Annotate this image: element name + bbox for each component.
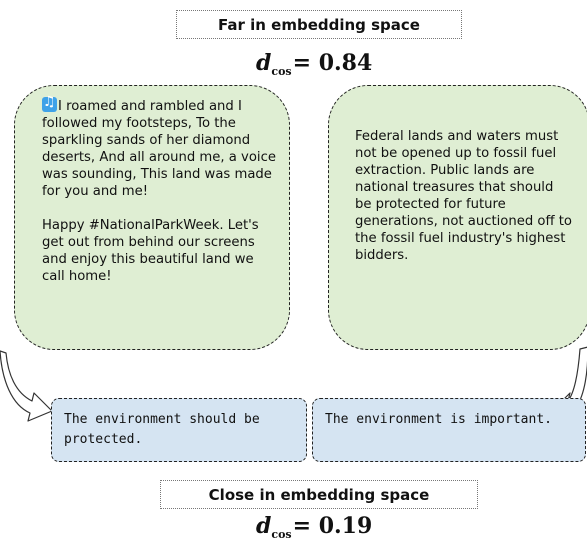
right-card-text: Federal lands and waters must not be ope…: [355, 129, 572, 263]
summary-left-text: The environment should be protected.: [64, 412, 260, 447]
song-lyrics-card: I roamed and rambled and I followed my f…: [14, 85, 290, 350]
metric-symbol: d: [256, 50, 272, 76]
close-in-embedding-label: Close in embedding space: [160, 480, 478, 509]
summary-right-card: The environment is important.: [312, 398, 586, 462]
left-card-paragraph-1: I roamed and rambled and I followed my f…: [42, 99, 276, 199]
summary-left-card: The environment should be protected.: [51, 398, 307, 462]
metric-value: = 0.84: [292, 50, 373, 76]
policy-statement-card: Federal lands and waters must not be ope…: [328, 85, 587, 350]
music-note-icon: [42, 94, 57, 112]
close-label-text: Close in embedding space: [208, 485, 430, 504]
close-distance-metric: dcos= 0.19: [256, 513, 372, 541]
far-label-text: Far in embedding space: [218, 15, 420, 34]
curved-arrow-left-icon: [0, 350, 53, 422]
left-card-paragraph-2: Happy #NationalParkWeek. Let's get out f…: [42, 218, 259, 284]
metric-value: = 0.19: [292, 513, 373, 539]
metric-subscript: cos: [271, 65, 292, 78]
metric-subscript: cos: [271, 528, 292, 541]
summary-right-text: The environment is important.: [325, 412, 552, 427]
far-in-embedding-label: Far in embedding space: [176, 10, 462, 39]
far-distance-metric: dcos= 0.84: [256, 50, 372, 78]
metric-symbol: d: [256, 513, 272, 539]
